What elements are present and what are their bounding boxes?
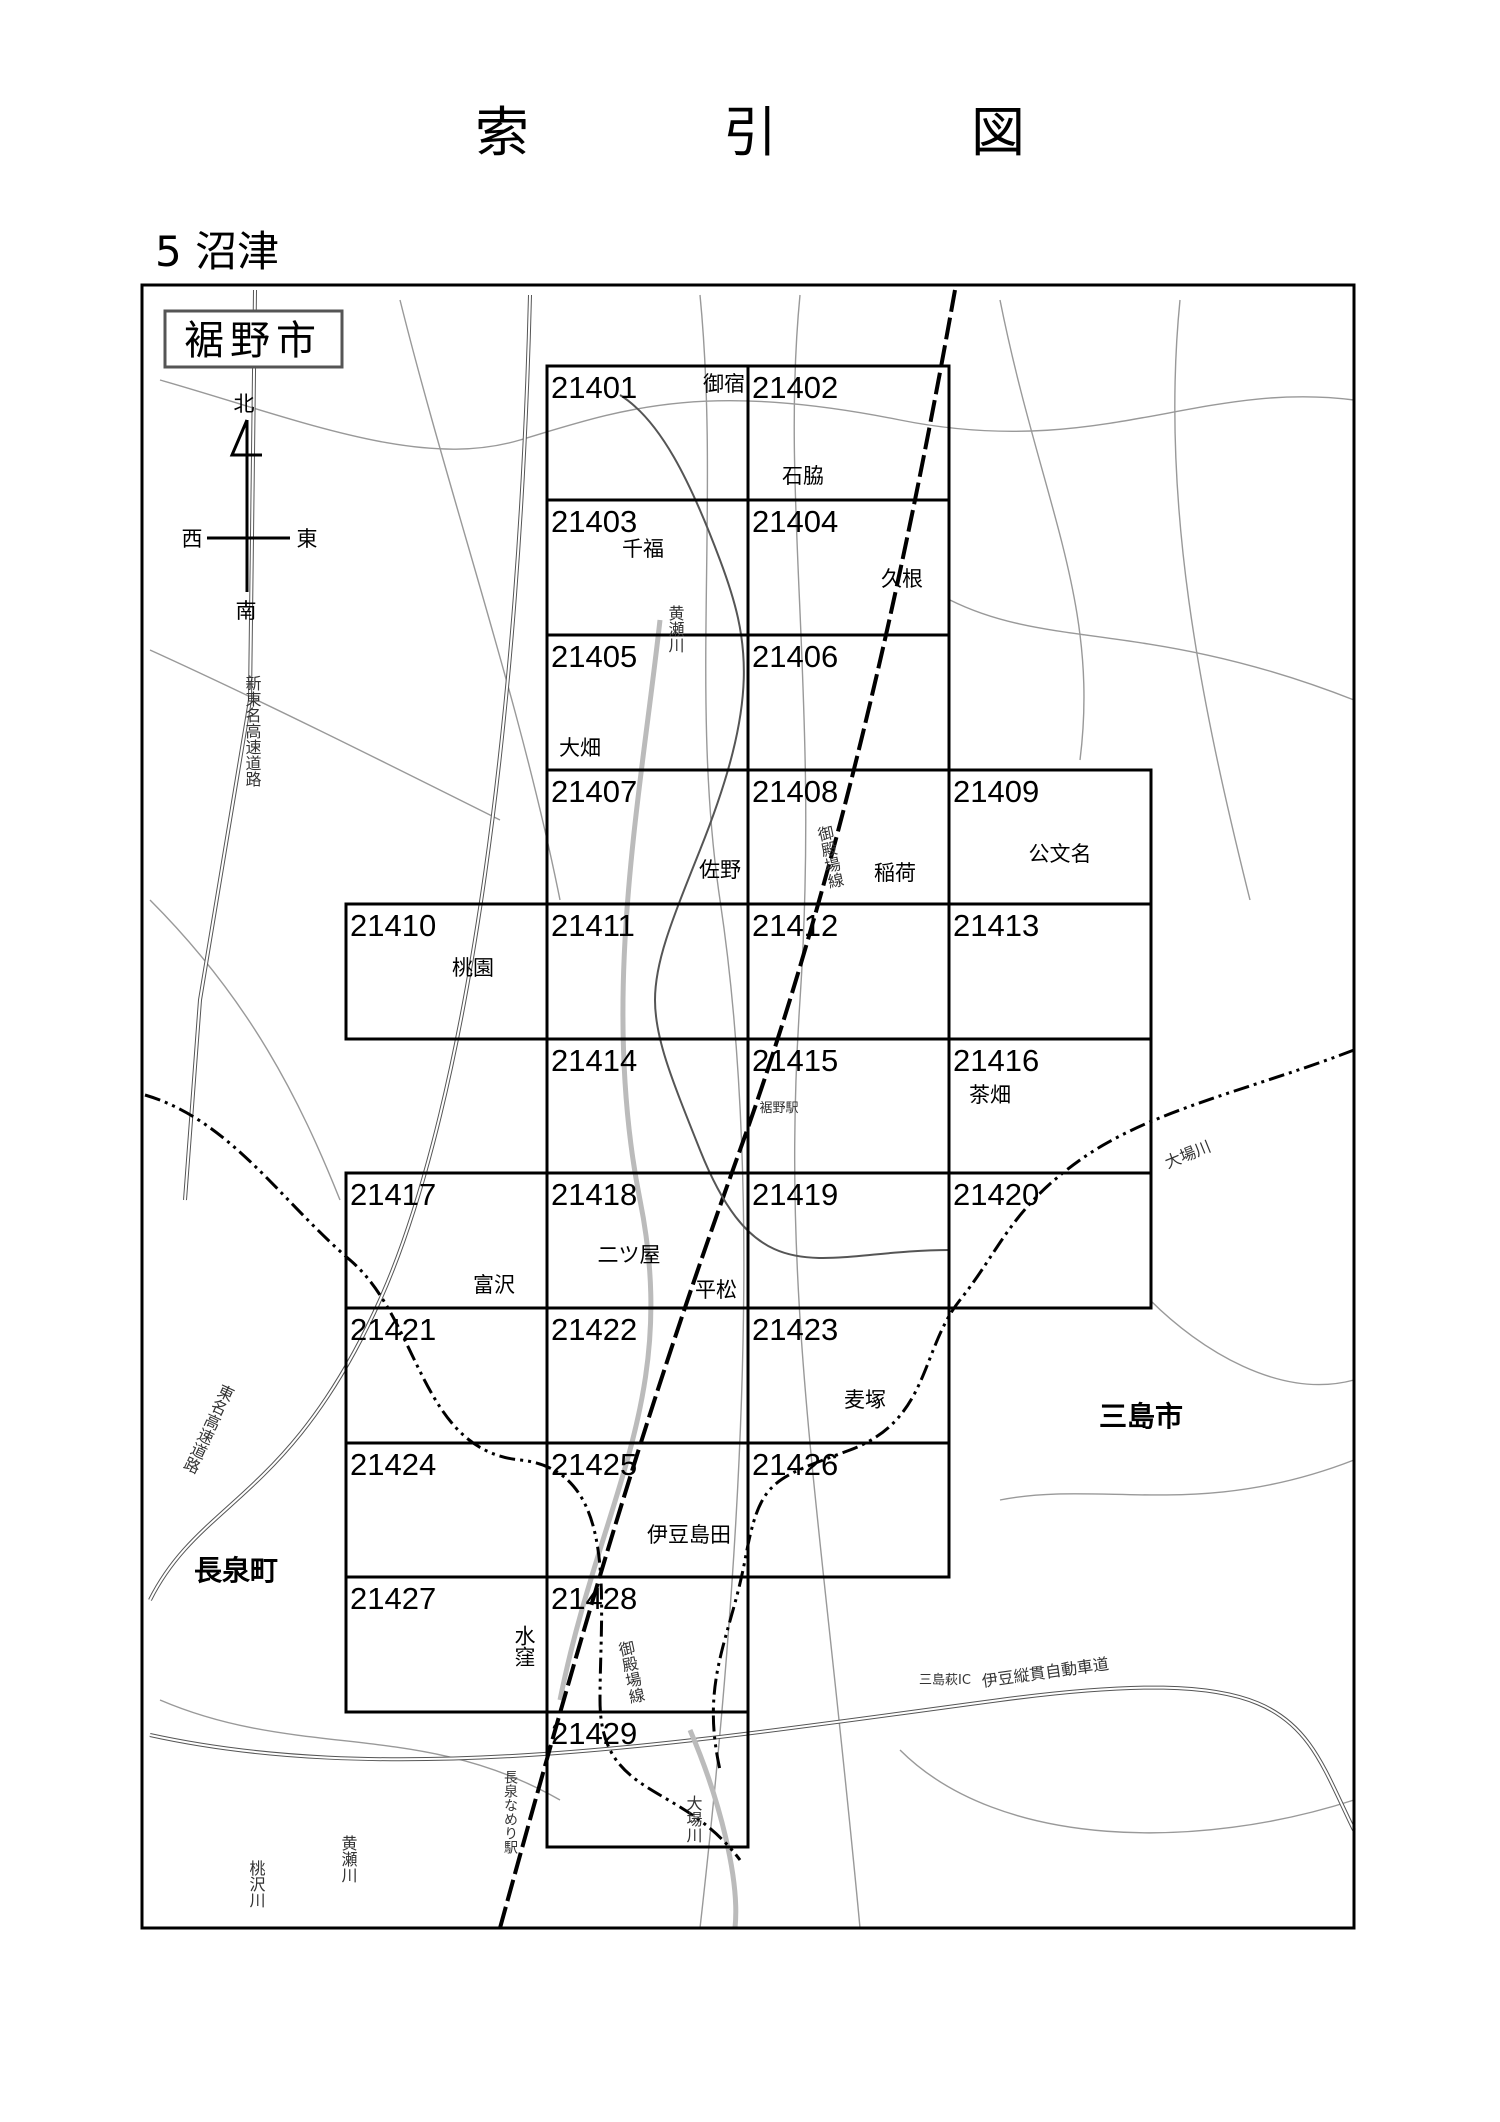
page-title: 索 引 図 (475, 101, 1095, 164)
svg-text:21427: 21427 (350, 1581, 436, 1616)
place-kune: 久根 (881, 567, 923, 591)
place-sano: 佐野 (699, 858, 741, 882)
sheet-21424[interactable]: 21424 (344, 1441, 549, 1579)
place-ohata: 大畑 (559, 736, 601, 760)
station-nagaizumi-nameri: 長泉なめり駅 (502, 1770, 518, 1854)
svg-text:21411: 21411 (551, 908, 635, 943)
svg-text:21415: 21415 (752, 1043, 838, 1078)
svg-text:21402: 21402 (752, 370, 838, 405)
compass-east: 東 (297, 527, 318, 551)
sheet-21412[interactable]: 21412 (746, 902, 951, 1041)
rivers (557, 619, 739, 1929)
svg-text:21419: 21419 (752, 1177, 838, 1212)
rail-gotemba-line: 御殿場線 (813, 824, 845, 891)
compass-south: 南 (236, 599, 257, 623)
municipality-nagaizumi: 長泉町 (194, 1554, 278, 1587)
place-mizukubo: 水窪 (512, 1625, 536, 1667)
sheet-21411[interactable]: 21411 (545, 902, 750, 1041)
svg-text:21403: 21403 (551, 504, 637, 539)
svg-text:21424: 21424 (350, 1447, 436, 1482)
section-title: 5 沼津 (155, 227, 280, 276)
map-frame (140, 283, 1356, 1930)
svg-text:21417: 21417 (350, 1177, 436, 1212)
svg-text:21408: 21408 (752, 774, 838, 809)
svg-text:21412: 21412 (752, 908, 838, 943)
base-roads (149, 294, 1355, 1929)
sheet-21429[interactable]: 21429 (545, 1710, 750, 1849)
svg-text:21405: 21405 (551, 639, 637, 674)
municipality-labels: 三島市 長泉町 (194, 1400, 1183, 1587)
expressway-shin-tomei: 新東名高速道路 (243, 675, 262, 787)
sheet-21406[interactable]: 21406 (746, 633, 951, 772)
svg-text:21421: 21421 (350, 1312, 436, 1347)
railway-gotemba-line (498, 289, 957, 1929)
river-oba: 大場川 (1162, 1137, 1214, 1173)
svg-text:21425: 21425 (551, 1447, 637, 1482)
river-kisegawa: 黄瀬川 (666, 605, 685, 653)
sheet-21428[interactable]: 21428 (545, 1575, 750, 1714)
compass-west: 西 (182, 527, 203, 551)
svg-text:21420: 21420 (953, 1177, 1039, 1212)
place-ishiwaki: 石脇 (782, 464, 824, 488)
place-chabatake: 茶畑 (969, 1083, 1011, 1107)
place-mishuku: 御宿 (703, 372, 745, 396)
svg-text:21413: 21413 (953, 908, 1039, 943)
place-momozono: 桃園 (452, 956, 494, 980)
expressways (148, 289, 1356, 1831)
place-kumonmyo: 公文名 (1029, 842, 1092, 866)
svg-text:21426: 21426 (752, 1447, 838, 1482)
svg-text:21414: 21414 (551, 1043, 637, 1078)
svg-text:21409: 21409 (953, 774, 1039, 809)
place-tomizawa: 富沢 (473, 1273, 515, 1297)
sheet-21421[interactable]: 21421 (344, 1306, 549, 1445)
station-susono: 裾野駅 (759, 1101, 798, 1116)
svg-text:21428: 21428 (551, 1581, 637, 1616)
compass-north: 北 (234, 392, 255, 416)
sheet-21409[interactable]: 21409 (947, 768, 1153, 906)
sheet-21413[interactable]: 21413 (947, 902, 1153, 1041)
sheet-21420[interactable]: 21420 (947, 1171, 1153, 1310)
svg-text:21418: 21418 (551, 1177, 637, 1212)
river-momosawa: 桃沢川 (247, 1860, 266, 1908)
svg-text:21422: 21422 (551, 1312, 637, 1347)
sheet-21402[interactable]: 21402 (746, 364, 951, 502)
municipal-boundaries (144, 1048, 1355, 1861)
sheet-21423[interactable]: 21423 (746, 1306, 951, 1445)
sheet-grid: 21401 21402 21403 21404 21405 21406 2140… (344, 364, 1153, 1849)
svg-text:21406: 21406 (752, 639, 838, 674)
expressway-tomei: 東名高速道路 (179, 1381, 237, 1476)
sheet-21410[interactable]: 21410 (344, 902, 549, 1041)
sheet-21417[interactable]: 21417 (344, 1171, 549, 1310)
place-labels: 御宿 石脇 千福 久根 大畑 佐野 稲荷 公文名 桃園 茶畑 富沢 二ツ屋 平松… (452, 372, 1092, 1667)
place-senpuku: 千福 (622, 537, 664, 561)
place-mugitsuka: 麦塚 (844, 1388, 886, 1412)
sheet-21403[interactable]: 21403 (545, 498, 750, 637)
expressway-izu-jukan: 伊豆縦貫自動車道 (981, 1654, 1110, 1691)
place-inari: 稲荷 (874, 861, 916, 885)
svg-text:21410: 21410 (350, 908, 436, 943)
sheet-21414[interactable]: 21414 (545, 1037, 750, 1175)
sheet-21419[interactable]: 21419 (746, 1171, 951, 1310)
susono-boundary (619, 394, 951, 1259)
interchange-mishima-hagi: 三島萩IC (919, 1673, 971, 1688)
svg-text:21429: 21429 (551, 1716, 637, 1751)
svg-text:21416: 21416 (953, 1043, 1039, 1078)
sheet-21426[interactable]: 21426 (746, 1441, 951, 1579)
rail-gotemba-line-south: 御殿場線 (614, 1639, 646, 1706)
city-label: 裾野市 (184, 318, 322, 364)
municipality-mishima: 三島市 (1099, 1400, 1183, 1433)
compass-icon: 北 西 東 南 (182, 392, 318, 623)
place-izushimada: 伊豆島田 (647, 1523, 731, 1547)
svg-text:21423: 21423 (752, 1312, 838, 1347)
sheet-21425[interactable]: 21425 (545, 1441, 750, 1579)
svg-text:21407: 21407 (551, 774, 637, 809)
place-hiramatsu: 平松 (695, 1278, 737, 1302)
river-kisegawa-south: 黄瀬川 (339, 1835, 358, 1883)
river-oba-south: 大場川 (684, 1795, 703, 1843)
svg-text:21401: 21401 (551, 370, 637, 405)
svg-text:21404: 21404 (752, 504, 838, 539)
place-futatsuya: 二ツ屋 (598, 1243, 661, 1267)
city-label-box (163, 309, 344, 369)
